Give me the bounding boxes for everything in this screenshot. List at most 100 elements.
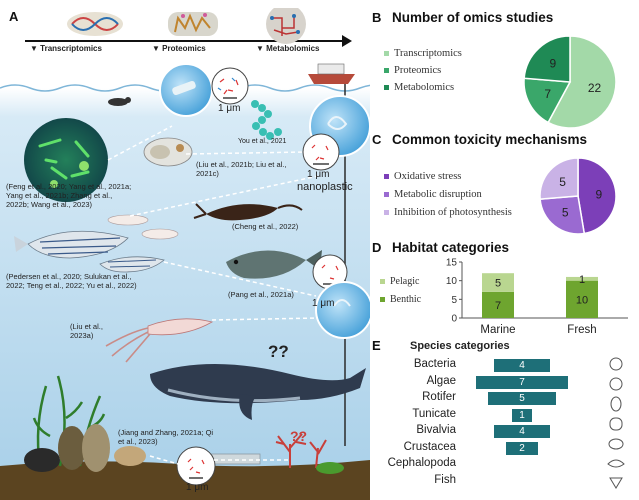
pie-label-oxidative-stress: 9 (595, 187, 602, 201)
x-tick-label-marine: Marine (480, 324, 515, 336)
panel-c: C Common toxicity mechanisms Oxidative s… (370, 128, 639, 236)
deep-bubble-icon (315, 281, 370, 339)
swatch-proteomics (384, 68, 389, 73)
legend-transcriptomics: Transcriptomics (384, 48, 462, 59)
pie-slice-metabolic-disruption (539, 195, 586, 235)
ref-you: You et al., 2021 (238, 138, 287, 145)
toxicity-pie: 955 (539, 157, 617, 235)
legend-proteomics: Proteomics (384, 65, 441, 76)
swatch-metabolic-disruption (384, 192, 389, 197)
y-tick-label-10: 10 (446, 276, 458, 287)
species-label-tunicate: Tunicate (412, 407, 456, 420)
swatch-transcriptomics (384, 51, 389, 56)
bacteria-icon (609, 357, 623, 371)
species-bar-rotifer: 5 (488, 392, 556, 405)
y-tick-label-5: 5 (451, 295, 457, 306)
bar-fresh-benthic (566, 280, 598, 318)
stage-metabolomics: ▼ Metabolomics (256, 44, 320, 53)
bar-label-marine-benthic: 7 (495, 300, 501, 312)
swatch-benthic (380, 297, 385, 302)
legend-metabolomics: Metabolomics (384, 82, 454, 93)
ocean-scene (0, 63, 370, 500)
legend-photosynthesis: Inhibition of photosynthesis (384, 207, 512, 218)
tunicate-icon (609, 417, 623, 431)
bar-marine-benthic (482, 291, 514, 318)
whale-icon (150, 364, 366, 420)
microplastic-circle-icon (211, 67, 249, 105)
nanoplastic-circle-icon (302, 133, 340, 171)
swatch-oxidative-stress (384, 174, 389, 179)
connector-lines (107, 125, 319, 465)
bivalve-icon (608, 438, 624, 450)
pie-label-transcriptomics: 22 (588, 81, 602, 95)
rotifer-icon (610, 396, 622, 412)
species-bar-crustacea: 2 (506, 441, 538, 455)
pie-slice-inhibition-of-photosynthesis (539, 157, 579, 200)
species-label-cephalopoda: Cephalopoda (387, 457, 456, 469)
x-tick-label-fresh: Fresh (567, 324, 596, 336)
bar-label-fresh-pelagic: 1 (579, 274, 585, 286)
squid-icon (105, 318, 214, 363)
legend-benthic: Benthic (380, 294, 421, 305)
scale-label-3: 1 μm (312, 298, 335, 309)
species-label-algae: Algae (426, 374, 456, 387)
bivalve-icon (24, 424, 146, 472)
ref-liu2023: (Liu et al., 2023a) (70, 322, 103, 340)
cephalopod-icon (609, 477, 623, 489)
zebrafish-icon (14, 214, 179, 273)
boat-icon (308, 63, 355, 84)
bottom-microplastic-icon (176, 446, 261, 486)
panel-d: D Habitat categories Pelagic Benthic 0 5 1… (370, 236, 639, 340)
ref-liu2021: (Liu et al., 2021b; Liu et al., 2021c) (196, 160, 287, 178)
bacteria-chain-icon (251, 100, 282, 140)
species-icons (607, 357, 625, 489)
scale-label-1: 1 μm (218, 103, 241, 114)
metabolite-icon (266, 8, 306, 44)
y-tick-label-0: 0 (451, 314, 457, 325)
species-label-bacteria: Bacteria (413, 358, 456, 370)
ref-pedersen: (Pedersen et al., 2020; Sulukan et al., … (6, 272, 137, 290)
ref-jiang: (Jiang and Zhang, 2021a; Qi et al., 2023… (118, 428, 214, 446)
crustacean-icon (607, 459, 625, 468)
stage-transcriptomics: ▼ Transcriptomics (30, 44, 102, 53)
panel-d-letter: D (372, 240, 382, 255)
seaweed-green-icon (316, 462, 344, 474)
question-marks-coral: ?? (290, 428, 308, 444)
ref-pang: (Pang et al., 2021a) (228, 290, 294, 299)
coral-icon (275, 433, 327, 469)
pie-label-metabolomics: 9 (550, 56, 557, 70)
panel-e-title: Species categories (410, 340, 510, 352)
species-bar-algae: 7 (476, 375, 568, 389)
scale-label-2: 1 μm (307, 169, 330, 180)
nanoplastic-label: nanoplastic (297, 181, 353, 193)
panel-a-letter: A (9, 9, 19, 24)
panel-b-title: Number of omics studies (392, 10, 554, 25)
panel-c-title: Common toxicity mechanisms (392, 132, 588, 147)
microplastic-circle-icon-2 (312, 254, 348, 290)
pie-label-metabolic-disruption: 5 (562, 205, 569, 219)
pie-slice-oxidative-stress (577, 157, 617, 235)
panel-b: B Number of omics studies Transcriptomic… (370, 8, 639, 129)
panel-a: A ▼ Transcriptomics ▼ Proteomics ▼ Metab… (0, 8, 370, 500)
legend-metabolic-disruption: Metabolic disruption (384, 189, 482, 200)
legend-pelagic: Pelagic (380, 276, 419, 287)
swatch-pelagic (380, 279, 385, 284)
algae-icon (609, 377, 623, 391)
panel-d-title: Habitat categories (392, 240, 510, 255)
species-label-bivalvia: Bivalvia (416, 424, 456, 436)
lobster-icon (193, 203, 303, 221)
pie-slice-metabolomics (523, 35, 571, 83)
pie-slice-proteomics (523, 77, 572, 124)
legend-oxidative-stress: Oxidative stress (384, 171, 461, 182)
species-bar-bivalvia: 4 (494, 425, 550, 438)
algae-bubble-icon (24, 118, 108, 202)
rotifer-icon (143, 137, 193, 167)
diver-icon (108, 97, 131, 106)
omics-timeline (25, 8, 352, 47)
species-label-fish: Fish (434, 473, 456, 486)
pie-slice-transcriptomics (547, 35, 617, 129)
bar-fresh-pelagic (566, 276, 598, 281)
